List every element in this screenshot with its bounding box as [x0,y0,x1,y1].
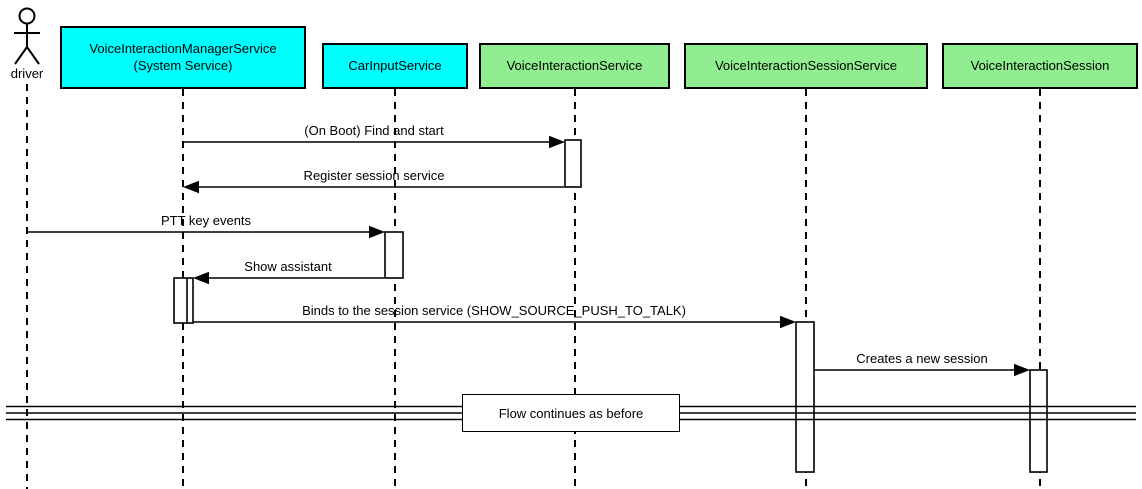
message-label-show-assistant: Show assistant [244,259,332,274]
message-label-binds-to-session-service: Binds to the session service (SHOW_SOURC… [302,303,686,318]
participant-car-input-service: CarInputService [322,43,468,89]
arrowhead-binds-to-session-service [780,315,796,329]
message-label-register-session-service: Register session service [303,168,445,183]
message-label-ptt-key-events: PTT key events [160,213,252,228]
arrowhead-creates-a-new-session [1014,363,1030,377]
arrowhead-register-session-service [183,180,199,194]
activation-voice-interaction-session-service [795,321,815,473]
activation-voice-interaction-manager-service [173,277,194,324]
actor-driver-label: driver [10,66,44,81]
participant-label: CarInputService [348,57,442,73]
activation-voice-interaction-service [564,139,582,188]
divider-label: Flow continues as before [498,405,644,421]
divider-flow-continues-box: Flow continues as before [462,394,680,432]
participant-voice-interaction-service: VoiceInteractionService [479,43,670,89]
participant-voice-interaction-session-service: VoiceInteractionSessionService [684,43,928,89]
arrowhead-show-assistant [193,271,209,285]
message-arrowheads [183,135,1030,377]
arrowhead-on-boot-find-and-start [549,135,565,149]
participant-label: VoiceInteractionSessionService [714,57,898,73]
activation-bars [173,139,1048,473]
participant-label: VoiceInteractionSession [970,57,1110,73]
arrowhead-ptt-key-events [369,225,385,239]
activation-car-input-service [384,231,404,279]
participant-label: VoiceInteractionManagerService (System S… [89,41,277,73]
participant-voice-interaction-manager-service: VoiceInteractionManagerService (System S… [60,26,306,89]
message-arrows [27,141,1015,371]
actor-driver-icon [14,7,40,65]
message-label-creates-a-new-session: Creates a new session [856,351,988,366]
message-label-on-boot-find-and-start: (On Boot) Find and start [304,123,444,138]
participant-voice-interaction-session: VoiceInteractionSession [942,43,1138,89]
activation-voice-interaction-session [1029,369,1048,473]
participant-label: VoiceInteractionService [506,57,643,73]
